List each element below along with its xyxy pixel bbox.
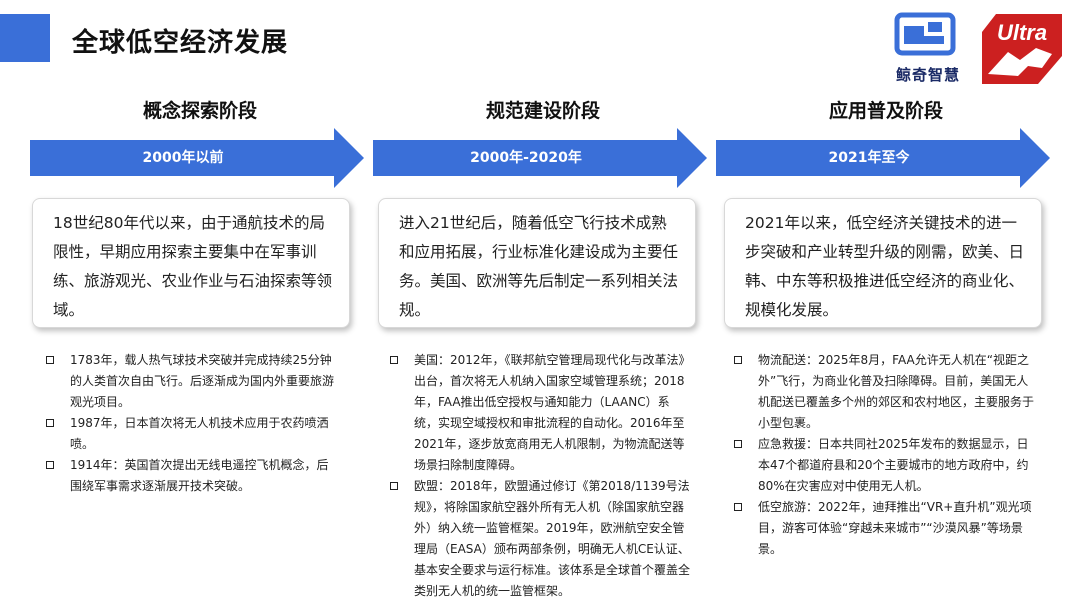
stage-regulation: 规范建设阶段 2000年-2020年: [373, 96, 713, 188]
stage-summary: 进入21世纪后，随着低空飞行技术成熟和应用拓展，行业标准化建设成为主要任务。美国…: [399, 214, 679, 319]
arrow-right-icon: [30, 128, 364, 188]
stage-period: 2000年以前: [142, 150, 224, 166]
stage-title: 应用普及阶段: [828, 100, 943, 122]
arrow-right-icon: [716, 128, 1050, 188]
bullet-square-icon: [46, 419, 54, 427]
page-title: 全球低空经济发展: [72, 28, 289, 58]
bullet-square-icon: [390, 482, 398, 490]
stage-period: 2021年至今: [828, 150, 910, 166]
stage-summary: 18世纪80年代以来，由于通航技术的局限性，早期应用探索主要集中在军事训练、旅游…: [53, 214, 333, 319]
bullet-square-icon: [46, 356, 54, 364]
bullet-square-icon: [46, 461, 54, 469]
bullet-square-icon: [734, 356, 742, 364]
ultra-logo: Ultra: [978, 12, 1062, 84]
stage-summary-box: 18世纪80年代以来，由于通航技术的局限性，早期应用探索主要集中在军事训练、旅游…: [32, 198, 350, 328]
list-item: 物流配送：2025年8月，FAA允许无人机在“视距之外”飞行，为商业化普及扫除障…: [732, 350, 1038, 434]
jingqi-logo-name: 鲸奇智慧: [895, 66, 960, 84]
whale-logo-icon: [894, 12, 956, 56]
bullet-square-icon: [734, 440, 742, 448]
arrow-right-icon: [373, 128, 707, 188]
bullet-square-icon: [390, 356, 398, 364]
stage-concept: 概念探索阶段 2000年以前: [30, 96, 370, 188]
stage-arrow: 2000年-2020年: [373, 128, 713, 188]
list-item: 低空旅游：2022年，迪拜推出“VR+直升机”观光项目，游客可体验“穿越未来城市…: [732, 497, 1038, 560]
stage-bullet-list: 美国：2012年，《联邦航空管理局现代化与改革法》出台，首次将无人机纳入国家空域…: [388, 350, 692, 602]
jingqi-logo: 鲸奇智慧: [886, 12, 966, 84]
stage-title: 规范建设阶段: [485, 100, 600, 122]
list-item: 应急救援：日本共同社2025年发布的数据显示，日本47个都道府县和20个主要城市…: [732, 434, 1038, 497]
stage-bullet-list: 1783年，载人热气球技术突破并完成持续25分钟的人类首次自由飞行。后逐渐成为国…: [44, 350, 340, 497]
stage-application: 应用普及阶段 2021年至今: [716, 96, 1056, 188]
stage-period: 2000年-2020年: [470, 150, 582, 166]
list-item: 1783年，载人热气球技术突破并完成持续25分钟的人类首次自由飞行。后逐渐成为国…: [44, 350, 340, 413]
stage-title: 概念探索阶段: [142, 100, 257, 122]
list-item: 美国：2012年，《联邦航空管理局现代化与改革法》出台，首次将无人机纳入国家空域…: [388, 350, 692, 476]
stage-summary: 2021年以来，低空经济关键技术的进一步突破和产业转型升级的刚需，欧美、日韩、中…: [745, 214, 1025, 319]
list-item: 欧盟：2018年，欧盟通过修订《第2018/1139号法规》，将除国家航空器外所…: [388, 476, 692, 602]
stage-arrow: 2000年以前: [30, 128, 370, 188]
list-item: 1914年：英国首次提出无线电遥控飞机概念，后围绕军事需求逐渐展开技术突破。: [44, 455, 340, 497]
bullet-square-icon: [734, 503, 742, 511]
list-item: 1987年，日本首次将无人机技术应用于农药喷洒喷。: [44, 413, 340, 455]
stage-bullet-list: 物流配送：2025年8月，FAA允许无人机在“视距之外”飞行，为商业化普及扫除障…: [732, 350, 1038, 560]
title-accent-block: [0, 14, 50, 62]
stage-arrow: 2021年至今: [716, 128, 1056, 188]
stage-summary-box: 2021年以来，低空经济关键技术的进一步突破和产业转型升级的刚需，欧美、日韩、中…: [724, 198, 1042, 328]
stage-summary-box: 进入21世纪后，随着低空飞行技术成熟和应用拓展，行业标准化建设成为主要任务。美国…: [378, 198, 696, 328]
ultra-logo-icon: Ultra: [982, 14, 1062, 84]
ultra-logo-text: Ultra: [997, 20, 1047, 45]
